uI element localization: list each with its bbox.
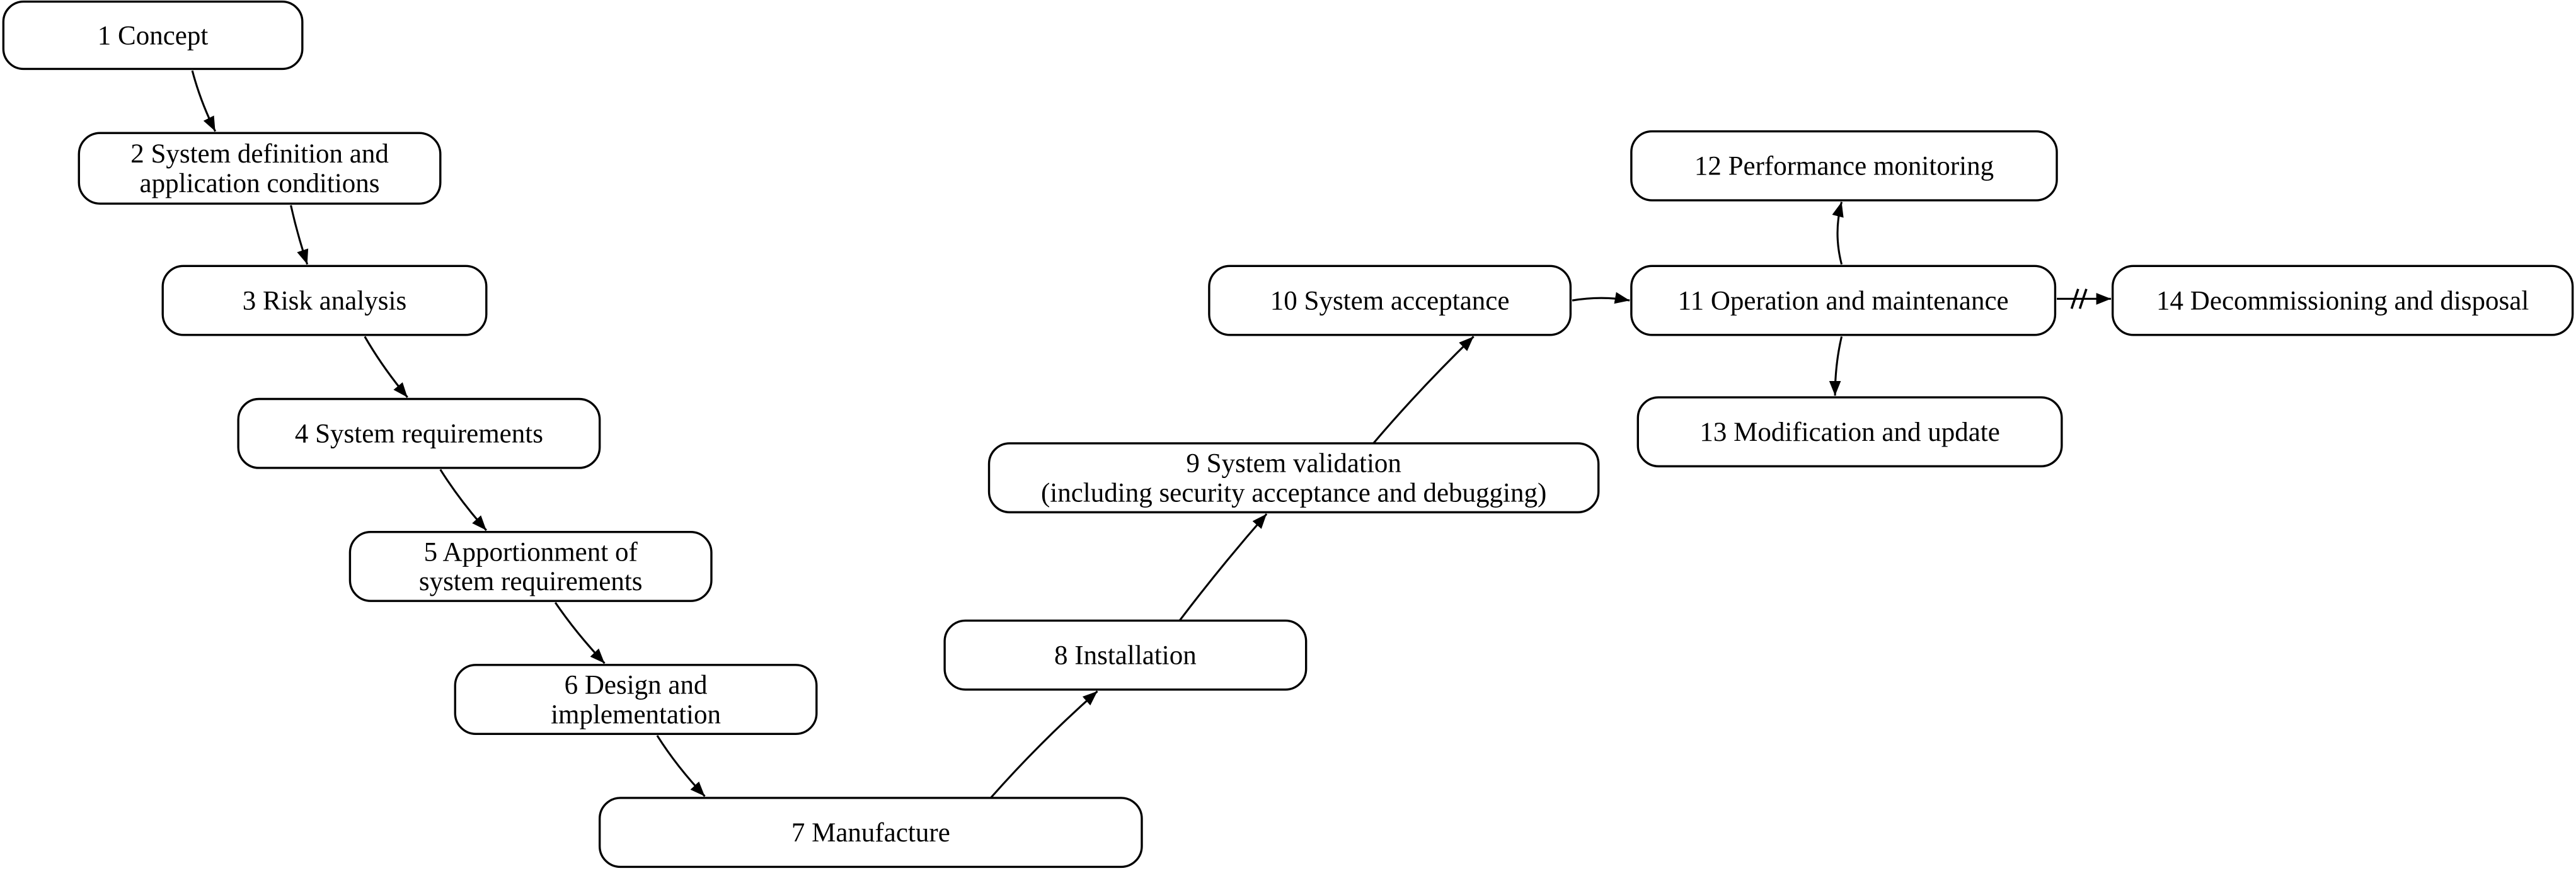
node-box bbox=[78, 132, 442, 205]
node-label: application conditions bbox=[140, 169, 380, 198]
arrow-3-to-4 bbox=[364, 336, 408, 398]
node-box bbox=[987, 442, 1600, 514]
node-box bbox=[2, 0, 304, 71]
node-label: system requirements bbox=[419, 567, 643, 596]
node-label: 9 System validation bbox=[1186, 449, 1401, 479]
break-mark-icon bbox=[2070, 288, 2079, 309]
arrow-11-to-12 bbox=[1832, 202, 1844, 265]
node-step-13: 13 Modification and update bbox=[1636, 396, 2063, 468]
node-label: 3 Risk analysis bbox=[243, 286, 406, 316]
node-box bbox=[1208, 265, 1572, 336]
node-box bbox=[1630, 265, 2057, 336]
node-step-11: 11 Operation and maintenance bbox=[1630, 265, 2057, 336]
node-box bbox=[348, 530, 713, 602]
node-box bbox=[237, 397, 601, 469]
arrow-5-to-6 bbox=[554, 601, 606, 664]
node-box bbox=[598, 797, 1143, 868]
node-step-4: 4 System requirements bbox=[237, 397, 601, 469]
node-label: 1 Concept bbox=[98, 21, 209, 50]
break-mark-icon bbox=[2078, 288, 2088, 309]
arrow-1-to-2 bbox=[191, 70, 217, 132]
node-step-3: 3 Risk analysis bbox=[161, 265, 488, 336]
arrow-11-to-13 bbox=[1829, 336, 1843, 396]
node-label: 5 Apportionment of bbox=[424, 537, 638, 567]
node-label: 2 System definition and bbox=[130, 139, 389, 169]
node-label: 10 System acceptance bbox=[1270, 286, 1510, 316]
node-label: 8 Installation bbox=[1054, 641, 1197, 671]
node-label: 4 System requirements bbox=[295, 419, 543, 449]
node-step-14: 14 Decommissioning and disposal bbox=[2112, 265, 2574, 336]
node-label: implementation bbox=[551, 700, 721, 729]
node-step-12: 12 Performance monitoring bbox=[1630, 130, 2058, 202]
node-step-7: 7 Manufacture bbox=[598, 797, 1143, 868]
node-box bbox=[1630, 130, 2058, 202]
arrow-9-to-10 bbox=[1372, 336, 1475, 444]
node-box bbox=[161, 265, 488, 336]
node-box bbox=[454, 664, 818, 736]
node-label: 13 Modification and update bbox=[1699, 418, 1999, 447]
arrow-2-to-3 bbox=[290, 205, 309, 265]
node-step-10: 10 System acceptance bbox=[1208, 265, 1572, 336]
node-label: 6 Design and bbox=[565, 670, 708, 700]
node-step-1: 1 Concept bbox=[2, 0, 304, 71]
node-label: (including security acceptance and debug… bbox=[1041, 478, 1546, 508]
node-step-8: 8 Installation bbox=[943, 619, 1308, 691]
node-box bbox=[943, 619, 1308, 691]
node-step-9: 9 System validation(including security a… bbox=[987, 442, 1600, 514]
node-box bbox=[2112, 265, 2574, 336]
arrow-4-to-5 bbox=[439, 469, 487, 532]
node-label: 7 Manufacture bbox=[791, 818, 950, 848]
node-label: 11 Operation and maintenance bbox=[1678, 286, 2009, 316]
arrow-7-to-8 bbox=[989, 690, 1098, 799]
node-box bbox=[1636, 396, 2063, 468]
node-label: 14 Decommissioning and disposal bbox=[2156, 286, 2529, 316]
arrow-10-to-11 bbox=[1572, 292, 1630, 304]
arrow-6-to-7 bbox=[656, 735, 706, 797]
arrow-8-to-9 bbox=[1178, 513, 1268, 622]
node-label: 12 Performance monitoring bbox=[1694, 152, 1994, 181]
